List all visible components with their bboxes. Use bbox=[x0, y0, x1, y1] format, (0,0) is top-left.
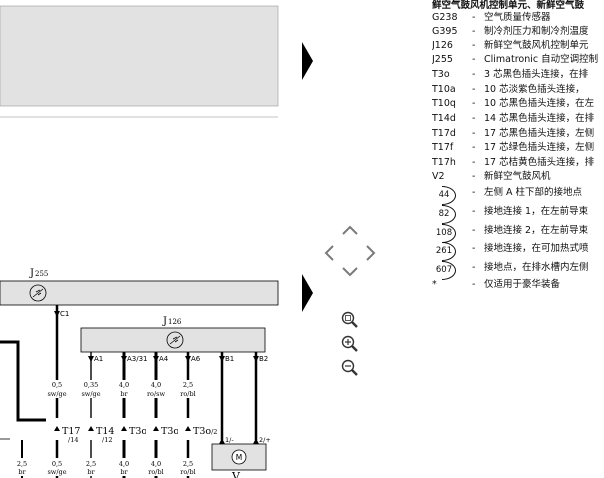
wire-specs: 0,5 sw/ge 0,35 sw/ge 4,0 br 4,0 ro/sw 2,… bbox=[47, 380, 198, 398]
svg-text:2/+: 2/+ bbox=[259, 436, 271, 444]
prev-section-arrow-icon[interactable] bbox=[302, 42, 313, 80]
svg-text:T17h: T17h bbox=[62, 426, 87, 437]
svg-text:4,0: 4,0 bbox=[151, 460, 161, 468]
legend-panel: 鲜空气鼓风机控制单元、新鲜空气鼓 G238-空气质量传感器 G395-制冷剂压力… bbox=[432, 0, 604, 478]
bottom-specs: 2,5 br 0,5 sw/ge 2,5 br 4,0 br 4,0 ro/bl… bbox=[0, 438, 198, 478]
pin-b2: B2 bbox=[259, 355, 268, 363]
svg-text:ro/sw: ro/sw bbox=[147, 390, 166, 398]
svg-text:1/-: 1/- bbox=[225, 436, 234, 444]
pan-up-icon[interactable] bbox=[342, 225, 358, 235]
svg-text:0,5: 0,5 bbox=[52, 381, 62, 389]
svg-text:V: V bbox=[231, 470, 241, 478]
pin-a4: A4 bbox=[159, 355, 169, 363]
svg-text:0,5: 0,5 bbox=[52, 460, 62, 468]
svg-text:sw/ge: sw/ge bbox=[47, 390, 66, 398]
pan-right-icon[interactable] bbox=[366, 245, 376, 261]
svg-text:4,0: 4,0 bbox=[151, 381, 161, 389]
pan-down-icon[interactable] bbox=[342, 267, 358, 277]
pan-controls bbox=[318, 218, 388, 288]
motor-v2: 1/- 2/+ M V bbox=[211, 436, 271, 478]
svg-text:2,5: 2,5 bbox=[183, 381, 193, 389]
svg-text:ro/bl: ro/bl bbox=[180, 390, 195, 398]
svg-text:ro/bl: ro/bl bbox=[148, 468, 163, 476]
pin-a3: A3/31 bbox=[127, 355, 148, 363]
svg-text:br: br bbox=[120, 468, 128, 476]
j255-label: J255 bbox=[29, 268, 48, 279]
legend-title: 鲜空气鼓风机控制单元、新鲜空气鼓 bbox=[432, 0, 585, 11]
j126-symbol bbox=[166, 331, 184, 349]
pin-a6: A6 bbox=[191, 355, 201, 363]
svg-text:4,0: 4,0 bbox=[119, 460, 129, 468]
svg-text:sw/ge: sw/ge bbox=[47, 468, 66, 476]
c1-label: C1 bbox=[60, 310, 69, 318]
next-section-arrow-icon[interactable] bbox=[302, 274, 313, 312]
svg-text:2,5: 2,5 bbox=[17, 460, 27, 468]
svg-text:/14: /14 bbox=[68, 436, 78, 444]
svg-text:ro/bl: ro/bl bbox=[180, 468, 195, 476]
zoom-out-icon[interactable] bbox=[340, 358, 360, 378]
svg-text:br: br bbox=[18, 468, 26, 476]
svg-text:br: br bbox=[87, 468, 95, 476]
connectors: T17h /14 T14d /12 T3o/3 T3o/1 T3o/2 bbox=[46, 418, 217, 444]
top-panel bbox=[0, 5, 279, 107]
svg-text:/12: /12 bbox=[102, 436, 112, 444]
pan-left-icon[interactable] bbox=[324, 245, 334, 261]
j126-box bbox=[80, 327, 266, 353]
j255-box bbox=[0, 280, 279, 306]
svg-text:T3o/2: T3o/2 bbox=[193, 426, 217, 437]
diagram-canvas: J255 C1 J126 A1 A3/31 A4 A6 B1 B2 0,5 sw… bbox=[0, 5, 279, 478]
zoom-fit-icon[interactable] bbox=[340, 310, 360, 330]
svg-text:br: br bbox=[120, 390, 128, 398]
svg-text:2,5: 2,5 bbox=[86, 460, 96, 468]
pin-b1: B1 bbox=[225, 355, 234, 363]
pin-a1: A1 bbox=[94, 355, 103, 363]
svg-text:M: M bbox=[236, 453, 242, 462]
j255-symbol bbox=[29, 284, 47, 302]
svg-text:2,5: 2,5 bbox=[183, 460, 193, 468]
svg-text:T14d: T14d bbox=[96, 426, 121, 437]
zoom-in-icon[interactable] bbox=[340, 334, 360, 354]
svg-text:4,0: 4,0 bbox=[119, 381, 129, 389]
j126-wires bbox=[88, 352, 259, 478]
wiring-diagram: J255 C1 J126 A1 A3/31 A4 A6 B1 B2 0,5 sw… bbox=[0, 0, 300, 478]
j126-label: J126 bbox=[162, 316, 182, 327]
svg-text:sw/ge: sw/ge bbox=[81, 390, 100, 398]
svg-text:0,35: 0,35 bbox=[84, 381, 98, 389]
